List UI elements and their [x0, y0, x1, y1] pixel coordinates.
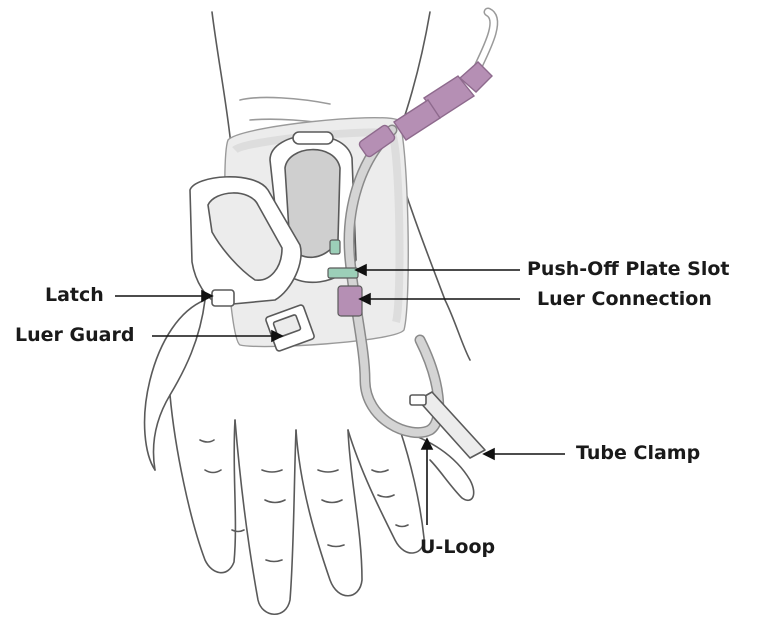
- label-luer-connection: Luer Connection: [537, 290, 712, 309]
- label-luer-guard: Luer Guard: [15, 326, 134, 345]
- purple-connector: [358, 62, 492, 158]
- latch-shape: [212, 290, 234, 306]
- label-tube-clamp: Tube Clamp: [576, 444, 700, 463]
- label-latch: Latch: [45, 286, 104, 305]
- ring-finger: [296, 430, 362, 596]
- index-finger: [170, 395, 235, 573]
- middle-finger: [235, 420, 296, 614]
- forearm-outline: [212, 12, 232, 155]
- label-u-loop: U-Loop: [420, 538, 495, 557]
- tube-clamp-shape: [410, 392, 485, 458]
- label-push-off-plate-slot: Push-Off Plate Slot: [527, 260, 730, 279]
